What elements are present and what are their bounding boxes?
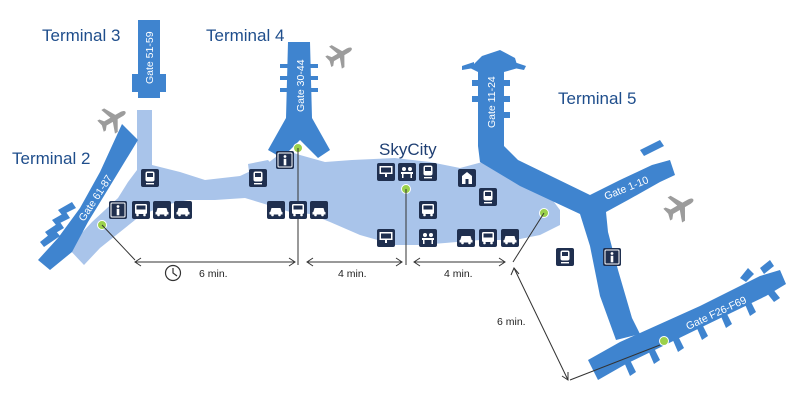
bus-icon[interactable] — [479, 229, 497, 247]
pier-terminal-4 — [268, 42, 330, 158]
pier-terminal-3-head — [132, 74, 166, 92]
gate-51-59-label: Gate 51-59 — [144, 31, 156, 84]
corridor-main — [68, 110, 560, 265]
car-icon[interactable] — [267, 201, 285, 219]
info-icon[interactable] — [602, 247, 622, 267]
leader-line — [101, 224, 136, 261]
walk-time-sky-t5: 4 min. — [444, 268, 473, 280]
hotel-icon[interactable] — [458, 169, 476, 187]
info-icon[interactable] — [275, 150, 295, 170]
restaurant-icon[interactable] — [419, 229, 437, 247]
pier-terminal-4-fingers — [280, 64, 318, 92]
pier-terminal-2 — [38, 124, 138, 270]
car-icon[interactable] — [457, 229, 475, 247]
pier-f-fingers — [624, 260, 780, 376]
car-icon[interactable] — [153, 201, 171, 219]
walk-arrows-t4-sky — [306, 257, 403, 267]
info-icon[interactable] — [108, 200, 128, 220]
walk-arrows-t5-f — [510, 267, 569, 381]
walk-line-f-dot — [569, 344, 661, 381]
shop-icon[interactable] — [377, 229, 395, 247]
airplane-icon — [659, 186, 701, 228]
taxi-icon[interactable] — [174, 201, 192, 219]
restaurant-icon[interactable] — [398, 163, 416, 181]
pier-terminal-5 — [470, 50, 675, 340]
pier-terminal-5-fingers — [462, 62, 526, 118]
train-icon[interactable] — [141, 169, 159, 187]
walk-time-t2-t4: 6 min. — [199, 268, 228, 280]
piers — [38, 20, 786, 380]
pier-terminal-2-fingers — [40, 202, 76, 247]
terminal-5-label: Terminal 5 — [558, 89, 636, 108]
walk-time-t5-f: 6 min. — [497, 316, 526, 328]
train-icon[interactable] — [479, 188, 497, 206]
terminal-3-label: Terminal 3 — [42, 26, 120, 45]
train-icon[interactable] — [419, 163, 437, 181]
terminal-4-label: Terminal 4 — [206, 26, 284, 45]
gate-30-44-label: Gate 30-44 — [295, 59, 307, 112]
walk-time-t4-sky: 4 min. — [338, 268, 367, 280]
bus-icon[interactable] — [419, 201, 437, 219]
taxi-icon[interactable] — [501, 229, 519, 247]
clock-icon — [164, 264, 182, 282]
walk-arrows-t2-t4 — [134, 257, 296, 267]
shop-icon[interactable] — [377, 163, 395, 181]
walk-line-t5-f — [513, 267, 569, 381]
train-icon[interactable] — [249, 169, 267, 187]
terminal-2-label: Terminal 2 — [12, 149, 90, 168]
leader-line — [512, 212, 545, 263]
train-icon[interactable] — [556, 248, 574, 266]
gate-11-24-label: Gate 11-24 — [486, 76, 498, 128]
skycity-label: SkyCity — [379, 140, 437, 159]
bus-icon[interactable] — [132, 201, 150, 219]
walk-arrows-sky-t5 — [413, 257, 506, 267]
taxi-icon[interactable] — [310, 201, 328, 219]
bus-icon[interactable] — [289, 201, 307, 219]
airplane-icon — [321, 37, 359, 73]
location-dot-gate-f[interactable] — [659, 336, 669, 346]
pier-f — [588, 270, 786, 380]
pier-gate-1-10-fingers — [640, 140, 668, 174]
